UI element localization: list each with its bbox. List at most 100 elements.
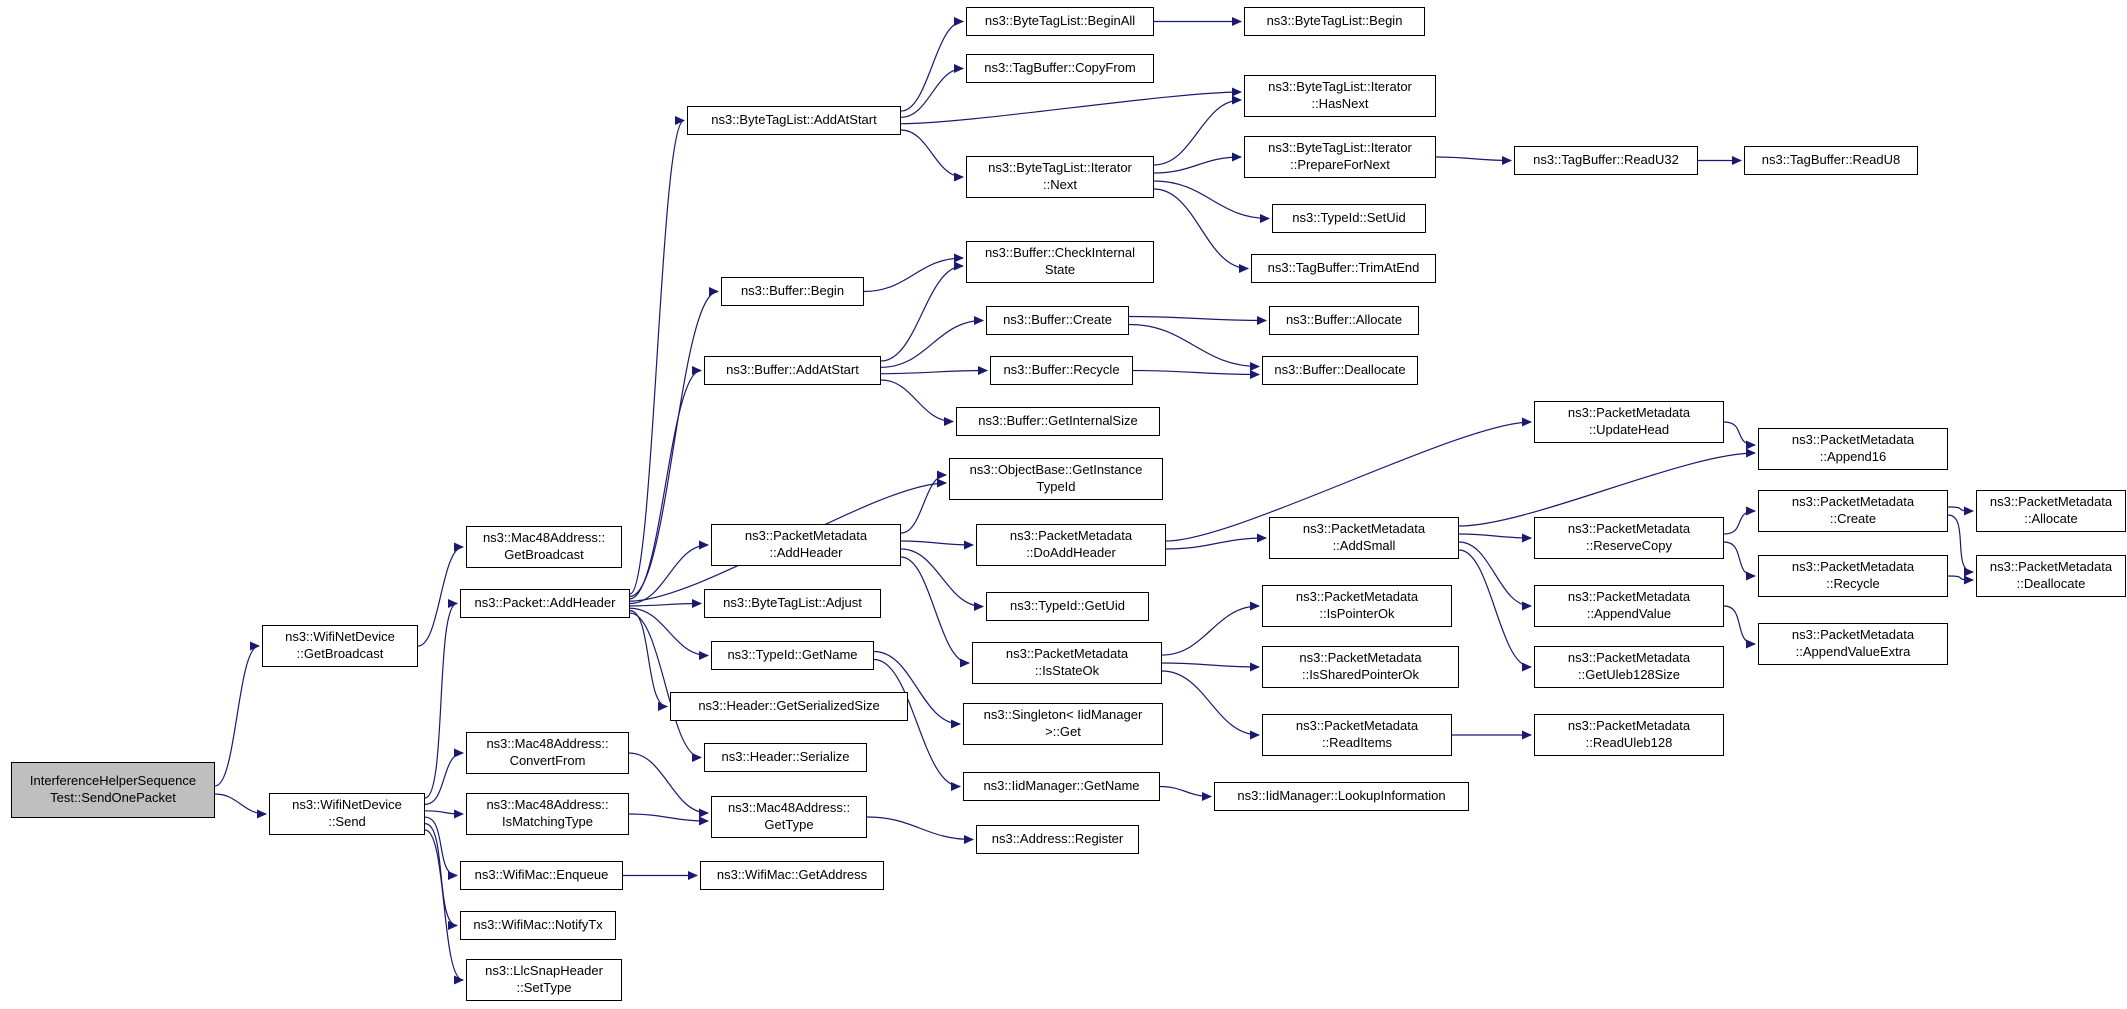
graph-node-pm_create[interactable]: ns3::PacketMetadata::Create: [1758, 490, 1948, 532]
graph-node-pm_is_shared_ptr_ok[interactable]: ns3::PacketMetadata::IsSharedPointerOk: [1262, 646, 1459, 688]
node-label-line: GetBroadcast: [504, 547, 584, 562]
graph-node-btl_iter_has_next[interactable]: ns3::ByteTagList::Iterator::HasNext: [1244, 75, 1436, 117]
graph-node-pm_do_add_header[interactable]: ns3::PacketMetadata::DoAddHeader: [976, 524, 1166, 566]
call-edge-pm_add_header--pm_do_add_header: [900, 540, 974, 550]
graph-node-buffer_allocate[interactable]: ns3::Buffer::Allocate: [1269, 306, 1419, 335]
node-label-line: ns3::Buffer::Deallocate: [1274, 362, 1406, 378]
graph-node-pm_recycle[interactable]: ns3::PacketMetadata::Recycle: [1758, 555, 1948, 597]
node-label-line: State: [1044, 262, 1076, 277]
node-label-line: ns3::WifiMac::Enqueue: [474, 867, 609, 883]
call-edge-wnd_send--llcsnap_set_type: [424, 829, 464, 985]
graph-node-tagbuf_trim_at_end[interactable]: ns3::TagBuffer::TrimAtEnd: [1251, 254, 1436, 283]
graph-node-pm_update_head[interactable]: ns3::PacketMetadata::UpdateHead: [1534, 401, 1724, 443]
graph-node-btl_add_at_start[interactable]: ns3::ByteTagList::AddAtStart: [687, 106, 901, 135]
node-label-line: ns3::Packet::AddHeader: [474, 595, 616, 611]
graph-node-buffer_deallocate[interactable]: ns3::Buffer::Deallocate: [1262, 356, 1418, 385]
graph-node-mac48_get_type[interactable]: ns3::Mac48Address::GetType: [711, 796, 867, 838]
call-edge-send_one_packet--wnd_send: [214, 793, 267, 819]
graph-node-typeid_set_uid[interactable]: ns3::TypeId::SetUid: [1272, 204, 1426, 233]
graph-node-iid_get_name[interactable]: ns3::IidManager::GetName: [963, 772, 1160, 801]
graph-node-buffer_recycle[interactable]: ns3::Buffer::Recycle: [990, 356, 1133, 385]
graph-node-mac48_get_broadcast[interactable]: ns3::Mac48Address::GetBroadcast: [466, 526, 622, 568]
node-label-line: ns3::PacketMetadata: [1791, 432, 1915, 448]
graph-node-tagbuf_read_u8[interactable]: ns3::TagBuffer::ReadU8: [1744, 146, 1918, 175]
call-edge-pm_add_small--pm_append16: [1458, 448, 1756, 527]
graph-node-packet_add_header[interactable]: ns3::Packet::AddHeader: [460, 589, 630, 618]
node-label-line: ns3::ByteTagList::Iterator: [1268, 140, 1412, 156]
graph-node-header_serialize[interactable]: ns3::Header::Serialize: [704, 743, 867, 772]
call-edge-btl_iter_next--tagbuf_trim_at_end: [1153, 188, 1249, 273]
graph-node-pm_is_state_ok[interactable]: ns3::PacketMetadata::IsStateOk: [972, 642, 1162, 684]
node-label-line: ::GetUleb128Size: [1578, 667, 1680, 682]
node-label-line: ::AddHeader: [769, 545, 843, 560]
graph-node-pm_read_uleb128[interactable]: ns3::PacketMetadata::ReadUleb128: [1534, 714, 1724, 756]
graph-node-header_get_serialized_size[interactable]: ns3::Header::GetSerializedSize: [670, 692, 908, 721]
graph-node-typeid_get_name[interactable]: ns3::TypeId::GetName: [711, 641, 874, 670]
graph-node-mac48_is_matching_type[interactable]: ns3::Mac48Address::IsMatchingType: [466, 793, 629, 835]
node-label-line: ::ReadUleb128: [1585, 735, 1673, 750]
graph-node-singleton_get[interactable]: ns3::Singleton< IidManager>::Get: [963, 703, 1163, 745]
node-label-line: ns3::TypeId::GetUid: [1010, 598, 1125, 614]
node-label-line: ::AppendValue: [1586, 606, 1672, 621]
node-label-line: ns3::ByteTagList::Iterator: [988, 160, 1132, 176]
node-label-line: IsMatchingType: [501, 814, 594, 829]
graph-node-tagbuf_copy_from[interactable]: ns3::TagBuffer::CopyFrom: [966, 54, 1154, 83]
node-label-line: ns3::PacketMetadata: [1005, 646, 1129, 662]
call-edge-buffer_recycle--buffer_deallocate: [1132, 369, 1260, 379]
graph-node-pm_get_uleb128_size[interactable]: ns3::PacketMetadata::GetUleb128Size: [1534, 646, 1724, 688]
graph-node-pm_append_value_extra[interactable]: ns3::PacketMetadata::AppendValueExtra: [1758, 623, 1948, 665]
graph-node-btl_iter_next[interactable]: ns3::ByteTagList::Iterator::Next: [966, 156, 1154, 198]
graph-node-wifimac_notify_tx[interactable]: ns3::WifiMac::NotifyTx: [460, 911, 616, 940]
graph-node-tagbuf_read_u32[interactable]: ns3::TagBuffer::ReadU32: [1514, 146, 1698, 175]
graph-node-btl_iter_prepare[interactable]: ns3::ByteTagList::Iterator::PrepareForNe…: [1244, 136, 1436, 178]
node-label-line: GetType: [764, 817, 814, 832]
graph-node-pm_add_small[interactable]: ns3::PacketMetadata::AddSmall: [1269, 517, 1459, 559]
call-edge-pm_add_small--pm_reserve_copy: [1458, 533, 1532, 543]
graph-node-wifimac_enqueue[interactable]: ns3::WifiMac::Enqueue: [460, 861, 623, 890]
graph-node-pm_is_pointer_ok[interactable]: ns3::PacketMetadata::IsPointerOk: [1262, 585, 1452, 627]
graph-node-pm_read_items[interactable]: ns3::PacketMetadata::ReadItems: [1262, 714, 1452, 756]
graph-node-buffer_add_at_start[interactable]: ns3::Buffer::AddAtStart: [704, 356, 881, 385]
graph-node-llcsnap_set_type[interactable]: ns3::LlcSnapHeader::SetType: [466, 959, 622, 1001]
node-label-line: ns3::PacketMetadata: [1567, 521, 1691, 537]
graph-node-buffer_create[interactable]: ns3::Buffer::Create: [986, 306, 1129, 335]
graph-node-wifimac_get_address[interactable]: ns3::WifiMac::GetAddress: [700, 861, 884, 890]
node-label-line: ::IsStateOk: [1034, 663, 1100, 678]
node-label-line: ns3::Address::Register: [991, 831, 1124, 847]
graph-node-btl_adjust[interactable]: ns3::ByteTagList::Adjust: [704, 589, 881, 618]
graph-node-wnd_send[interactable]: ns3::WifiNetDevice::Send: [269, 793, 425, 835]
graph-node-buffer_begin[interactable]: ns3::Buffer::Begin: [721, 277, 864, 306]
graph-node-pm_allocate[interactable]: ns3::PacketMetadata::Allocate: [1976, 490, 2126, 532]
graph-node-btl_begin[interactable]: ns3::ByteTagList::Begin: [1244, 7, 1425, 36]
call-edge-btl_add_at_start--tagbuf_copy_from: [900, 64, 964, 118]
graph-node-typeid_get_uid[interactable]: ns3::TypeId::GetUid: [986, 592, 1149, 621]
graph-node-buffer_get_internal_size[interactable]: ns3::Buffer::GetInternalSize: [956, 407, 1160, 436]
graph-node-pm_deallocate[interactable]: ns3::PacketMetadata::Deallocate: [1976, 555, 2126, 597]
call-edge-packet_add_header--header_get_serialized_size: [629, 610, 668, 711]
call-edge-typeid_get_name--iid_get_name: [873, 658, 961, 791]
call-edge-packet_add_header--typeid_get_name: [629, 607, 709, 660]
node-label-line: ::ReserveCopy: [1586, 538, 1672, 553]
node-label-line: ns3::Singleton< IidManager: [983, 707, 1143, 723]
node-label-line: ns3::TagBuffer::TrimAtEnd: [1267, 260, 1420, 276]
graph-node-pm_add_header[interactable]: ns3::PacketMetadata::AddHeader: [711, 524, 901, 566]
node-label-line: ns3::LlcSnapHeader: [485, 963, 603, 979]
node-label-line: ns3::WifiMac::GetAddress: [716, 867, 868, 883]
graph-node-iid_lookup_info[interactable]: ns3::IidManager::LookupInformation: [1214, 782, 1469, 811]
graph-node-pm_append16[interactable]: ns3::PacketMetadata::Append16: [1758, 428, 1948, 470]
graph-node-pm_append_value[interactable]: ns3::PacketMetadata::AppendValue: [1534, 585, 1724, 627]
call-edge-buffer_add_at_start--buffer_check_internal: [880, 261, 964, 362]
graph-node-btl_begin_all[interactable]: ns3::ByteTagList::BeginAll: [966, 7, 1154, 36]
call-edge-pm_is_state_ok--pm_read_items: [1161, 670, 1260, 740]
node-label-line: ::PrepareForNext: [1290, 157, 1390, 172]
graph-node-address_register[interactable]: ns3::Address::Register: [976, 825, 1139, 854]
graph-node-mac48_convert_from[interactable]: ns3::Mac48Address::ConvertFrom: [466, 732, 629, 774]
node-label-line: ns3::ByteTagList::Iterator: [1268, 79, 1412, 95]
graph-node-wnd_get_broadcast[interactable]: ns3::WifiNetDevice::GetBroadcast: [262, 625, 418, 667]
graph-node-pm_reserve_copy[interactable]: ns3::PacketMetadata::ReserveCopy: [1534, 517, 1724, 559]
call-edge-buffer_add_at_start--buffer_get_internal_size: [880, 379, 954, 426]
call-edge-iid_get_name--iid_lookup_info: [1159, 785, 1212, 801]
